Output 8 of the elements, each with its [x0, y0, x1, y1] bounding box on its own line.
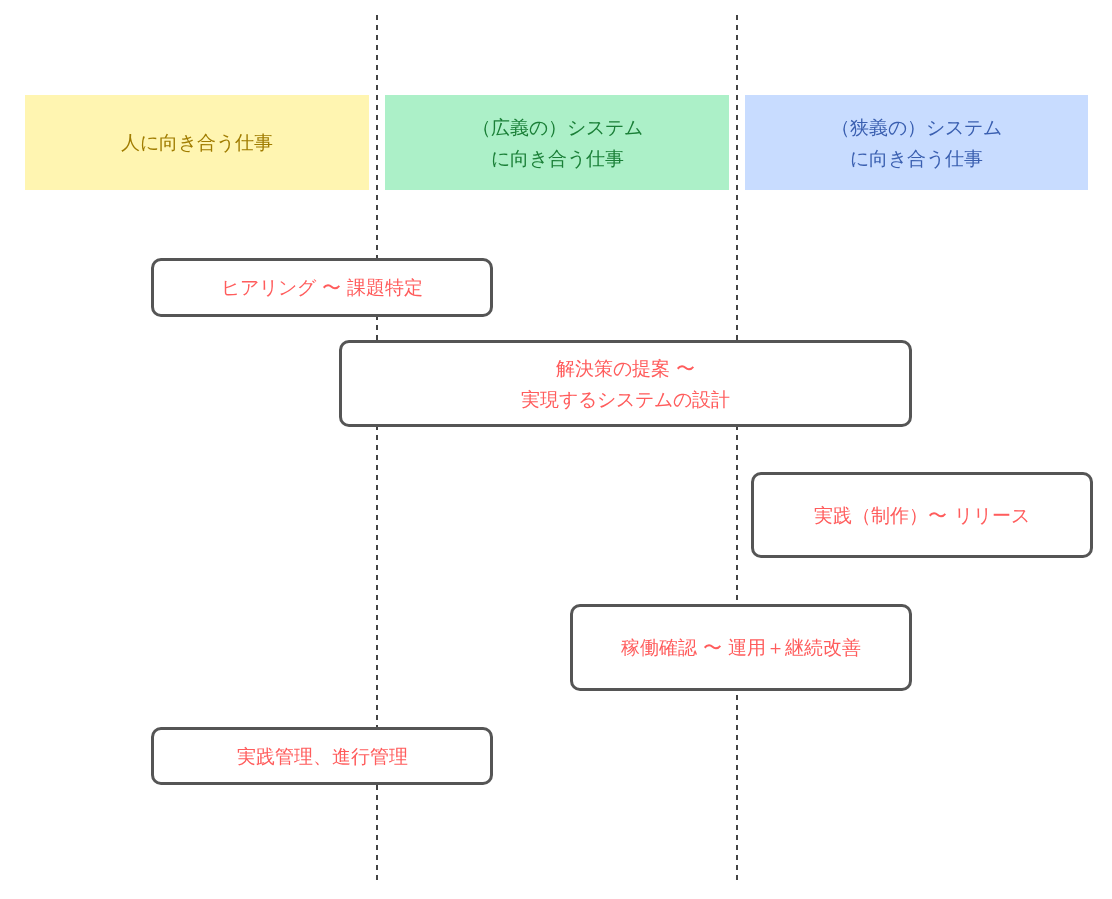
column-header: （狭義の）システムに向き合う仕事 [745, 95, 1088, 190]
task-box: 稼働確認 〜 運用＋継続改善 [570, 604, 912, 691]
column-header: （広義の）システムに向き合う仕事 [385, 95, 729, 190]
task-box: 実践管理、進行管理 [151, 727, 493, 785]
task-box: 実践（制作）〜 リリース [751, 472, 1093, 558]
task-box: ヒアリング 〜 課題特定 [151, 258, 493, 317]
task-box: 解決策の提案 〜実現するシステムの設計 [339, 340, 912, 427]
column-header: 人に向き合う仕事 [25, 95, 369, 190]
